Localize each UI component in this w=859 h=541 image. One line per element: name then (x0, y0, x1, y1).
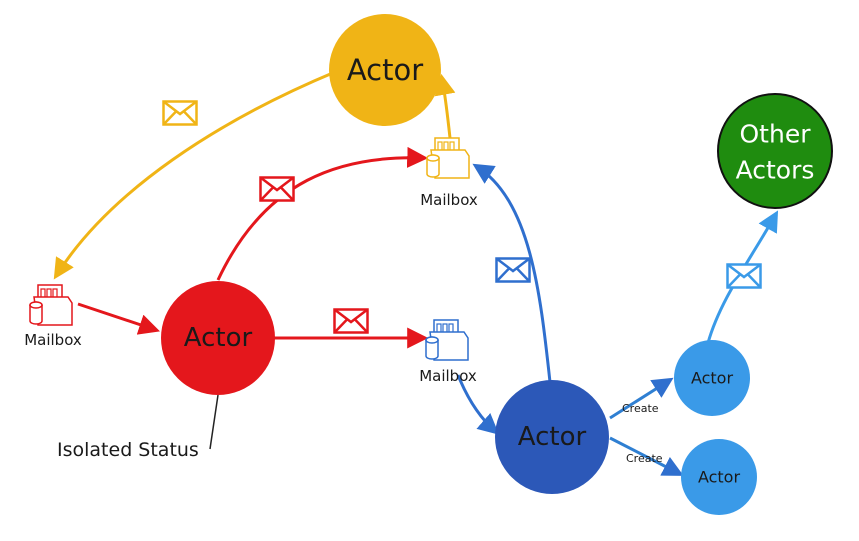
actor-other: Other Actors (717, 93, 833, 209)
edge-blue-mailbox-to-blue-actor (456, 374, 500, 435)
create-label-top: Create (622, 402, 659, 415)
actor-blue-main-label: Actor (518, 422, 587, 452)
mailbox-icon (29, 284, 73, 326)
mailbox-label-gold: Mailbox (420, 191, 478, 209)
actor-child-bottom: Actor (681, 439, 757, 515)
mailbox-icon (425, 319, 469, 361)
actor-red: Actor (161, 281, 275, 395)
actor-blue-main: Actor (495, 380, 609, 494)
edge-create-top (609, 377, 674, 420)
mailbox-label-red: Mailbox (24, 331, 82, 349)
actor-other-label-line2: Actors (736, 156, 815, 185)
edge-red-mailbox-to-red-actor (77, 302, 160, 335)
edge-red-actor-to-gold-mailbox (216, 146, 429, 281)
isolated-status-label: Isolated Status (57, 439, 199, 461)
edge-create-bottom (609, 436, 684, 476)
envelope-icon (162, 100, 198, 126)
isolated-status-pointer (209, 394, 219, 450)
edge-gold-mailbox-to-gold-actor (434, 73, 456, 139)
edge-blue-actor-to-gold-mailbox (472, 163, 552, 383)
actor-child-bottom-label: Actor (698, 468, 741, 487)
mailbox-icon (426, 137, 470, 179)
envelope-icon (333, 308, 369, 334)
actor-red-label: Actor (184, 323, 253, 353)
actor-child-top: Actor (674, 340, 750, 416)
envelope-icon (259, 176, 295, 202)
actor-gold: Actor (329, 14, 441, 126)
actor-other-label-line1: Other (740, 120, 812, 149)
actor-gold-label: Actor (347, 53, 423, 87)
create-label-bottom: Create (626, 452, 663, 465)
envelope-icon (495, 257, 531, 283)
actor-child-top-label: Actor (691, 369, 734, 388)
mailbox-label-blue: Mailbox (419, 367, 477, 385)
edge-gold-actor-to-red-mailbox (53, 70, 336, 280)
envelope-icon (726, 263, 762, 289)
